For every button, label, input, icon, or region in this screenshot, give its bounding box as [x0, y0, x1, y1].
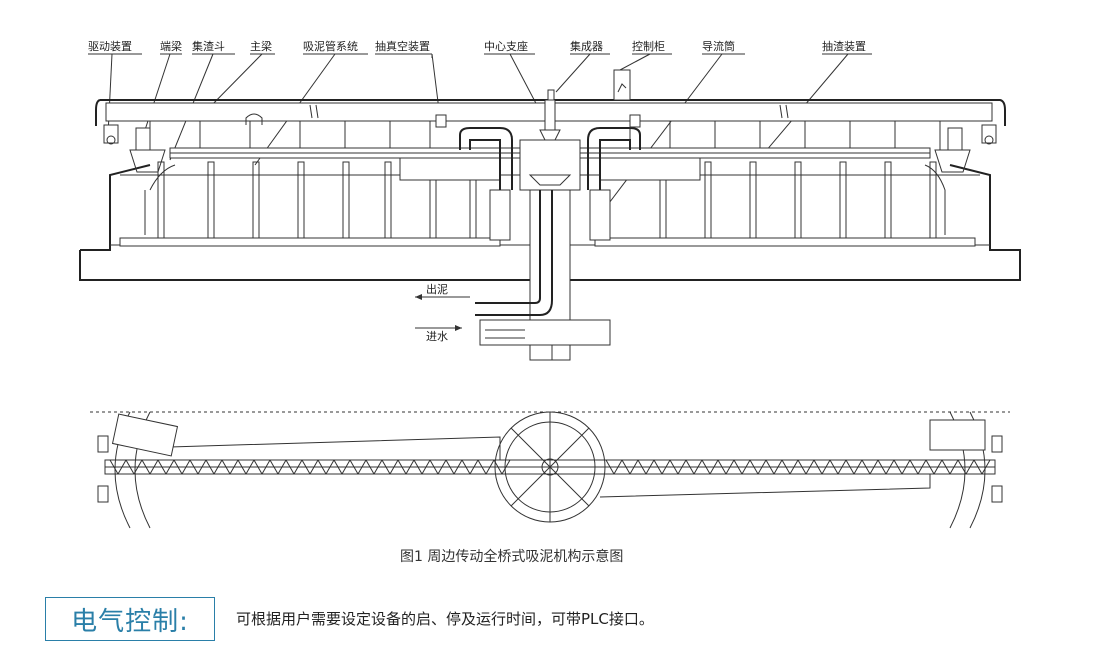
figure-caption: 图1 周边传动全桥式吸泥机构示意图: [400, 548, 623, 565]
leader-lines: [107, 53, 849, 216]
label-end-beam: 端梁: [160, 39, 182, 53]
label-guide-cylinder: 导流筒: [702, 39, 735, 53]
mechanism-diagram: 驱动装置 端梁 集渣斗 主梁 吸泥管系统 抽真空装置 中心支座 集成器 控制柜 …: [79, 39, 1021, 565]
electrical-control-box: 电气控制:: [45, 597, 215, 641]
plan-view: [90, 411, 1010, 529]
label-suction-pipe-system: 吸泥管系统: [303, 39, 358, 53]
label-control-cabinet: 控制柜: [632, 39, 665, 53]
label-center-support: 中心支座: [484, 39, 528, 53]
label-vacuum-device: 抽真空装置: [375, 39, 430, 53]
label-sludge-out: 出泥: [426, 282, 448, 296]
label-water-in: 进水: [426, 330, 448, 343]
electrical-control-title: 电气控制:: [71, 606, 189, 637]
label-scum-hopper: 集渣斗: [192, 39, 225, 53]
label-scum-extraction: 抽渣装置: [822, 39, 866, 53]
elevation-view: 出泥 进水: [79, 69, 1021, 361]
label-drive-device: 驱动装置: [88, 40, 132, 53]
electrical-control-description: 可根据用户需要设定设备的启、停及运行时间，可带PLC接口。: [236, 610, 654, 628]
label-main-beam: 主梁: [250, 39, 272, 53]
top-labels: 驱动装置 端梁 集渣斗 主梁 吸泥管系统 抽真空装置 中心支座 集成器 控制柜 …: [88, 39, 866, 53]
label-collector: 集成器: [570, 39, 603, 53]
